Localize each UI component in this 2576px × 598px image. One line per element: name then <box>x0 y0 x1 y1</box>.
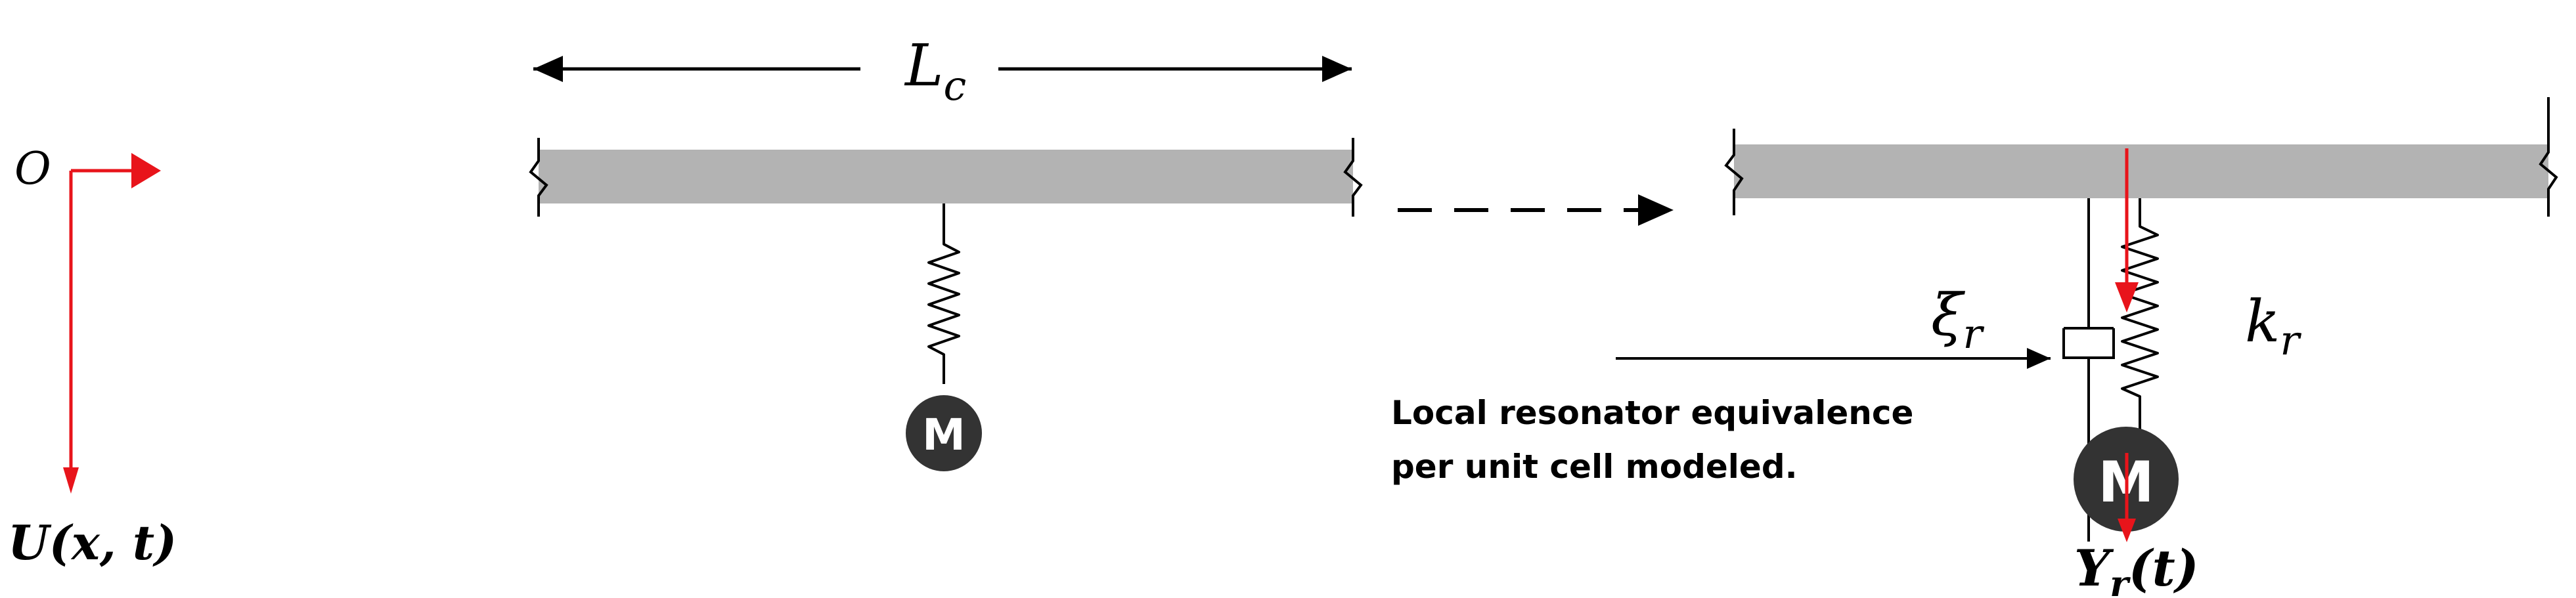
damping-label: ξr <box>1931 281 1984 358</box>
mass-left <box>906 395 982 471</box>
beam-break-left-end <box>1343 138 1363 217</box>
spring-left <box>927 203 960 384</box>
cell-length-label: Lc <box>904 32 966 110</box>
annotation-line-1: Local resonator equivalence <box>1391 394 1913 432</box>
beam-break-left-start <box>529 138 548 217</box>
stiffness-label: kr <box>2245 288 2301 364</box>
beam-displacement-arrowhead <box>2115 282 2139 312</box>
beam-break-right-start <box>1724 129 1744 215</box>
displacement-label: U(x, t) <box>8 515 177 570</box>
beam-segment-right <box>1734 144 2548 198</box>
beam-segment-left <box>539 150 1353 203</box>
origin-label: O <box>14 143 51 195</box>
resonator-displacement-label: Yr(t) <box>2074 539 2199 598</box>
x-axis-arrowhead <box>131 153 161 188</box>
resonator-annotation: Local resonator equivalence per unit cel… <box>1391 348 2051 486</box>
u-axis-arrowhead <box>63 467 79 494</box>
mass-left-label: M <box>922 410 966 460</box>
coordinate-axes: O U(x, t) <box>8 143 177 570</box>
unit-cell-left: Lc M <box>529 32 1363 471</box>
resonator-displacement-arrowhead <box>2118 519 2136 542</box>
beam-break-right-end <box>2539 97 2558 217</box>
annotation-line-2: per unit cell modeled. <box>1391 448 1798 486</box>
unit-cell-right: M ξr kr Yr(t) <box>1724 97 2558 598</box>
